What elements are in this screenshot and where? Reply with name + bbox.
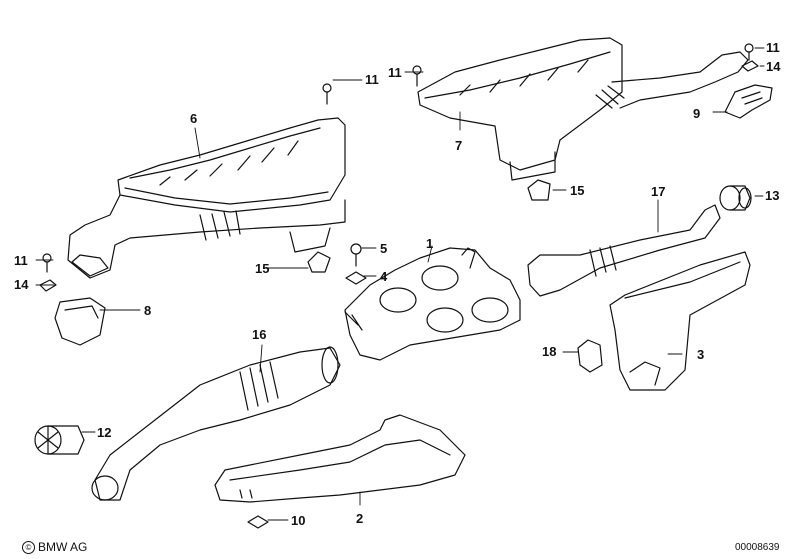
callout-11-center: 11: [365, 72, 379, 87]
brand-label: BMW AG: [38, 540, 88, 554]
nut-14-left: [39, 279, 57, 292]
screw-11-left: [42, 253, 52, 273]
callout-15-right: 15: [570, 183, 585, 198]
part-16-duct: [91, 346, 341, 501]
screw-5: [350, 243, 362, 267]
copyright-icon: ©: [22, 540, 35, 554]
callout-17: 17: [651, 184, 666, 199]
nut-4: [345, 271, 367, 285]
callout-6: 6: [190, 111, 198, 126]
part-18-clip: [577, 339, 603, 373]
screw-11-right: [744, 43, 754, 61]
screw-11-left-upper: [322, 83, 332, 105]
clip-15-right: [527, 179, 551, 201]
callout-14-left: 14: [14, 277, 29, 292]
callout-4: 4: [380, 269, 388, 284]
nut-14-right: [741, 60, 759, 72]
callout-16: 16: [252, 327, 267, 342]
part-12-grille: [34, 425, 85, 455]
part-13-cap: [719, 185, 752, 211]
part-6-duct-cover: [67, 117, 346, 279]
callout-10: 10: [291, 513, 306, 528]
callout-5: 5: [380, 241, 388, 256]
callout-14-right: 14: [766, 59, 781, 74]
callout-18: 18: [542, 344, 557, 359]
callout-11-top: 11: [388, 65, 402, 80]
callout-11-left: 11: [14, 253, 28, 268]
callout-2: 2: [356, 511, 364, 526]
part-2-duct: [214, 414, 466, 503]
callout-13: 13: [765, 188, 780, 203]
leader-lines: [35, 47, 765, 521]
part-8-nozzle: [54, 297, 106, 346]
callout-8: 8: [144, 303, 152, 318]
part-7-duct: [417, 37, 749, 181]
callout-11-right: 11: [766, 40, 780, 55]
part-1-distributor: [344, 247, 521, 361]
callout-15-left: 15: [255, 261, 270, 276]
screw-11-top: [412, 65, 422, 87]
callout-1: 1: [426, 236, 434, 251]
callout-3: 3: [697, 347, 705, 362]
part-9-nozzle: [724, 84, 773, 119]
clip-15-left: [307, 251, 331, 273]
diagram-number: 00008639: [735, 542, 780, 553]
callout-9: 9: [693, 106, 701, 121]
nut-10: [247, 515, 269, 529]
callout-12: 12: [97, 425, 112, 440]
callout-7: 7: [455, 138, 463, 153]
part-3-side-duct: [609, 251, 751, 391]
copyright-notice: © BMW AG: [22, 540, 87, 554]
part-17-duct: [527, 204, 721, 297]
